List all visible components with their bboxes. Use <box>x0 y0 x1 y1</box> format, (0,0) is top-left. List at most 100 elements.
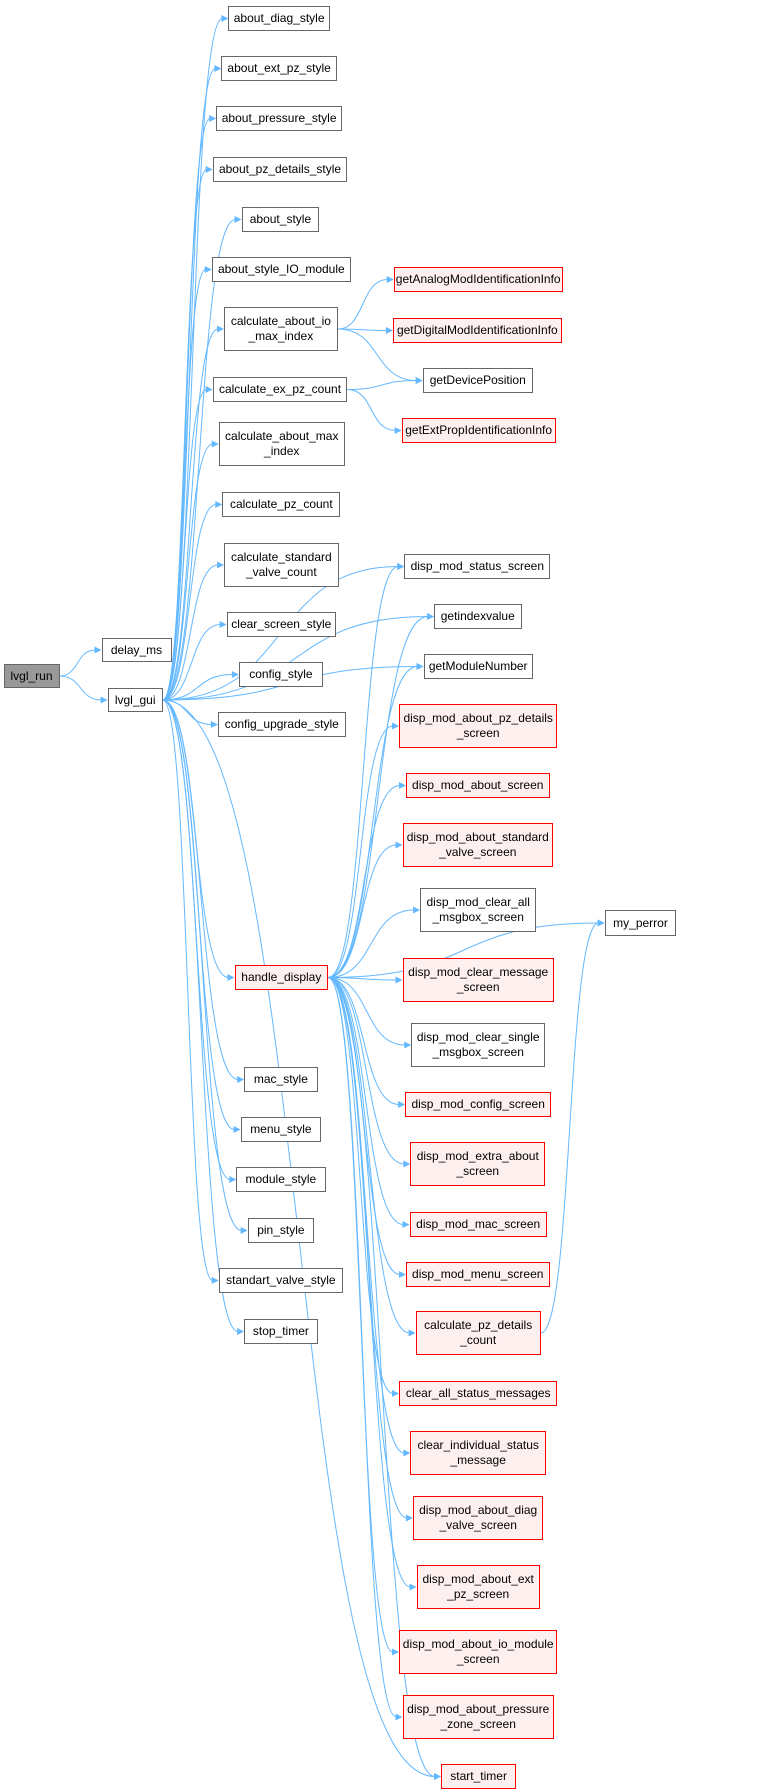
edge-lvgl-run-to-delay-ms <box>59 649 96 677</box>
node-getdigitalmodidentificationinfo[interactable]: getDigitalModIdentificationInfo <box>392 318 562 343</box>
edge-arrowhead <box>403 1449 411 1457</box>
node-stop-timer[interactable]: stop_timer <box>244 1319 318 1344</box>
node-calculate-standard-valve-count[interactable]: calculate_standard _valve_count <box>224 543 339 587</box>
edge-handle-display-to-disp-mod-about-pressure-zone-screen <box>327 977 397 1718</box>
node-getmodulenumber[interactable]: getModuleNumber <box>423 654 533 679</box>
edge-lvgl-gui-to-calculate-ex-pz-count <box>162 389 207 701</box>
node-pin-style[interactable]: pin_style <box>247 1218 315 1243</box>
node-about-pressure-style[interactable]: about_pressure_style <box>216 106 343 131</box>
node-about-diag-style[interactable]: about_diag_style <box>228 6 330 31</box>
node-about-pz-details-style[interactable]: about_pz_details_style <box>212 157 348 182</box>
node-start-timer[interactable]: start_timer <box>441 1764 517 1789</box>
edge-arrowhead <box>215 501 223 508</box>
node-calculate-about-max-index[interactable]: calculate_about_max _index <box>218 422 345 466</box>
edge-handle-display-to-clear-individual-status-message <box>328 977 405 1454</box>
node-calculate-pz-details-count[interactable]: calculate_pz_details _count <box>415 1311 541 1355</box>
edge-arrowhead <box>100 696 108 704</box>
node-calculate-about-io-max-index[interactable]: calculate_about_io _max_index <box>224 307 338 351</box>
node-about-style-io-module[interactable]: about_style_IO_module <box>211 257 351 282</box>
edge-arrowhead <box>237 1076 245 1083</box>
node-calculate-pz-count[interactable]: calculate_pz_count <box>222 492 341 517</box>
node-calculate-ex-pz-count[interactable]: calculate_ex_pz_count <box>212 377 348 402</box>
node-getindexvalue[interactable]: getindexvalue <box>434 604 522 629</box>
edge-calculate-ex-pz-count-to-getdeviceposition <box>347 380 417 390</box>
node-clear-individual-status-message[interactable]: clear_individual_status _message <box>410 1431 546 1475</box>
edge-arrowhead <box>397 563 405 570</box>
edge-handle-display-to-clear-all-status-messages <box>327 977 394 1394</box>
edge-calculate-about-io-max-index-to-getanalogmodidentificationinfo <box>337 279 388 330</box>
node-menu-style[interactable]: menu_style <box>240 1117 322 1142</box>
edge-arrowhead <box>211 1277 219 1284</box>
node-disp-mod-config-screen[interactable]: disp_mod_config_screen <box>405 1092 552 1117</box>
edge-lvgl-gui-to-about-diag-style <box>162 18 223 701</box>
edge-arrowhead <box>434 1773 441 1780</box>
node-disp-mod-clear-single-msgbox-screen[interactable]: disp_mod_clear_single _msgbox_screen <box>411 1023 546 1067</box>
node-handle-display[interactable]: handle_display <box>234 965 329 990</box>
edge-arrowhead <box>231 671 239 678</box>
node-standart-valve-style[interactable]: standart_valve_style <box>218 1268 343 1293</box>
node-disp-mod-about-pz-details-screen[interactable]: disp_mod_about_pz_details _screen <box>399 704 558 748</box>
node-disp-mod-about-screen[interactable]: disp_mod_about_screen <box>406 773 550 798</box>
node-module-style[interactable]: module_style <box>236 1167 326 1192</box>
node-disp-mod-about-standard-valve-screen[interactable]: disp_mod_about_standard _valve_screen <box>402 823 553 867</box>
edge-lvgl-gui-to-pin-style <box>162 699 242 1231</box>
node-lvgl-gui[interactable]: lvgl_gui <box>107 688 163 712</box>
edge-arrowhead <box>209 115 217 122</box>
node-disp-mod-clear-all-msgbox-screen[interactable]: disp_mod_clear_all _msgbox_screen <box>420 888 537 932</box>
node-disp-mod-menu-screen[interactable]: disp_mod_menu_screen <box>406 1262 550 1287</box>
edge-arrowhead <box>221 15 229 22</box>
edge-arrowhead <box>392 1648 399 1656</box>
edge-handle-display-to-disp-mod-clear-all-msgbox-screen <box>328 909 415 978</box>
edge-arrowhead <box>234 216 242 223</box>
node-config-style[interactable]: config_style <box>238 662 323 687</box>
edge-arrowhead <box>205 386 213 393</box>
node-disp-mod-about-pressure-zone-screen[interactable]: disp_mod_about_pressure _zone_screen <box>402 1695 554 1739</box>
node-getdeviceposition[interactable]: getDevicePosition <box>422 368 533 393</box>
edge-arrowhead <box>219 621 227 628</box>
edge-arrowhead <box>404 1041 412 1049</box>
edge-arrowhead <box>403 1160 411 1168</box>
node-disp-mod-extra-about-screen[interactable]: disp_mod_extra_about _screen <box>410 1142 546 1186</box>
edge-arrowhead <box>227 974 235 981</box>
edge-arrowhead <box>408 1329 416 1337</box>
edge-arrowhead <box>416 663 424 670</box>
edge-lvgl-gui-to-about-style <box>162 219 236 701</box>
node-lvgl-run[interactable]: lvgl_run <box>3 664 60 688</box>
node-config-upgrade-style[interactable]: config_upgrade_style <box>217 712 346 737</box>
node-disp-mod-status-screen[interactable]: disp_mod_status_screen <box>404 554 551 579</box>
node-about-ext-pz-style[interactable]: about_ext_pz_style <box>221 56 337 81</box>
node-getextpropidentificationinfo[interactable]: getExtPropIdentificationInfo <box>401 418 556 443</box>
node-disp-mod-mac-screen[interactable]: disp_mod_mac_screen <box>409 1212 547 1237</box>
edge-arrowhead <box>395 1713 403 1721</box>
node-clear-screen-style[interactable]: clear_screen_style <box>226 612 336 637</box>
edge-lvgl-gui-to-mac-style <box>162 699 239 1080</box>
edge-arrowhead <box>210 721 218 728</box>
edge-lvgl-gui-to-standart-valve-style <box>162 699 214 1281</box>
node-disp-mod-clear-message-screen[interactable]: disp_mod_clear_message _screen <box>402 958 554 1002</box>
node-mac-style[interactable]: mac_style <box>244 1067 318 1092</box>
edge-lvgl-gui-to-config-upgrade-style <box>162 699 212 725</box>
edge-calculate-about-io-max-index-to-getdeviceposition <box>337 328 417 381</box>
edge-handle-display-to-disp-mod-config-screen <box>328 977 400 1105</box>
edge-arrowhead <box>233 1126 241 1133</box>
edge-lvgl-gui-to-about-pz-details-style <box>162 169 208 701</box>
node-about-style[interactable]: about_style <box>241 207 320 232</box>
edge-arrowhead <box>94 646 102 654</box>
node-clear-all-status-messages[interactable]: clear_all_status_messages <box>399 1381 558 1406</box>
edge-arrowhead <box>385 327 393 334</box>
node-disp-mod-about-io-module-screen[interactable]: disp_mod_about_io_module _screen <box>399 1630 558 1674</box>
edge-handle-display-to-my-perror <box>328 922 599 978</box>
node-getanalogmodidentificationinfo[interactable]: getAnalogModIdentificationInfo <box>393 267 563 292</box>
node-delay-ms[interactable]: delay_ms <box>101 638 172 662</box>
edge-lvgl-gui-to-calculate-standard-valve-count <box>162 564 219 701</box>
node-disp-mod-about-ext-pz-screen[interactable]: disp_mod_about_ext _pz_screen <box>416 1565 540 1609</box>
edge-arrowhead <box>211 440 219 448</box>
edge-arrowhead <box>237 1328 245 1335</box>
edge-arrowhead <box>240 1227 248 1234</box>
edge-arrowhead <box>386 276 394 283</box>
edge-lvgl-gui-to-calculate-pz-count <box>162 504 217 701</box>
edge-arrowhead <box>392 1390 399 1397</box>
node-disp-mod-about-diag-valve-screen[interactable]: disp_mod_about_diag _valve_screen <box>413 1496 544 1540</box>
node-my-perror[interactable]: my_perror <box>604 910 677 936</box>
